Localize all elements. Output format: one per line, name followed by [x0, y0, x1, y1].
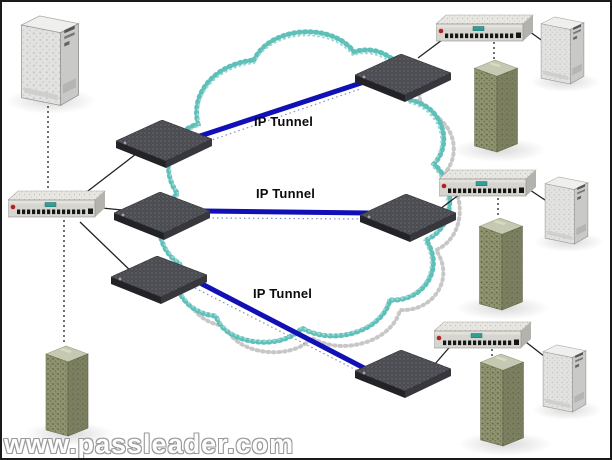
ip-tunnel-label-1: IP Tunnel — [254, 114, 314, 129]
server-left-icon — [42, 342, 92, 438]
ip-tunnel-line-3 — [199, 281, 367, 371]
switch-left-3-icon — [111, 256, 207, 310]
ip-tunnel-label-2: IP Tunnel — [256, 186, 316, 201]
ip-tunnel-line-2 — [201, 208, 371, 216]
switch-right-3-icon — [355, 350, 451, 404]
server-right-1-icon — [470, 56, 522, 154]
ip-tunnel-line-1 — [191, 79, 367, 141]
ip-tunnel-label-3: IP Tunnel — [253, 286, 313, 301]
tunnel-dotted-lines — [194, 88, 365, 372]
switch-left-1-icon — [116, 120, 212, 174]
switch-right-2-icon — [360, 194, 456, 248]
router-right-3-icon — [434, 319, 533, 351]
switch-left-2-icon — [114, 192, 210, 246]
server-right-2-icon — [475, 214, 527, 312]
server-right-3-icon — [476, 350, 528, 448]
router-right-2-icon — [439, 167, 538, 199]
workstation-right-3-icon — [540, 342, 589, 414]
workstation-right-2-icon — [542, 174, 591, 246]
router-left-icon — [8, 188, 107, 220]
workstation-right-1-icon — [538, 14, 587, 86]
ip-tunnel-lines — [191, 79, 371, 371]
workstation-left-icon — [18, 12, 82, 108]
router-right-1-icon — [436, 12, 535, 44]
watermark: www.passleader.com — [4, 429, 295, 459]
switch-right-1-icon — [355, 54, 451, 108]
